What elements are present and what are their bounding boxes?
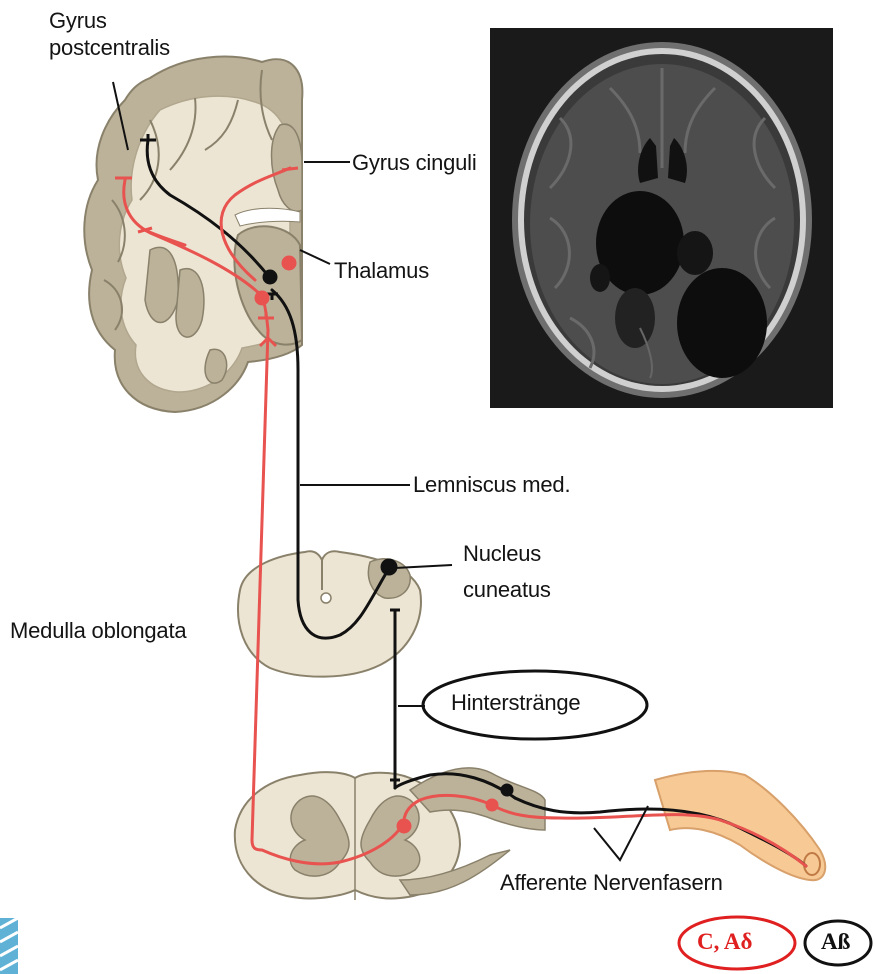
finger	[655, 771, 825, 880]
finger-shape	[655, 771, 825, 880]
label-lemniscus-med: Lemniscus med.	[413, 472, 570, 498]
label-gyrus-postcentralis-line1: Gyrus	[49, 8, 107, 34]
mri-drawing	[490, 28, 833, 408]
label-gyrus-postcentralis-line2: postcentralis	[49, 35, 170, 61]
label-c-adelta: C, Aδ	[697, 929, 752, 955]
label-gyrus-cinguli: Gyrus cinguli	[352, 150, 477, 176]
label-nucleus-cuneatus-line1: Nucleus	[463, 541, 541, 567]
label-thalamus: Thalamus	[334, 258, 429, 284]
leader-thalamus	[300, 250, 330, 264]
label-hinterstraenge: Hinterstränge	[451, 690, 580, 716]
label-medulla-oblongata: Medulla oblongata	[10, 618, 186, 644]
mri-axial-image	[490, 28, 833, 408]
brain-coronal-section	[84, 57, 302, 412]
decorative-stripes	[0, 918, 18, 974]
leader-afferente	[594, 806, 648, 860]
label-nucleus-cuneatus-line2: cuneatus	[463, 577, 551, 603]
label-abeta: Aß	[821, 929, 850, 955]
label-afferente-nervenfasern: Afferente Nervenfasern	[500, 870, 723, 896]
